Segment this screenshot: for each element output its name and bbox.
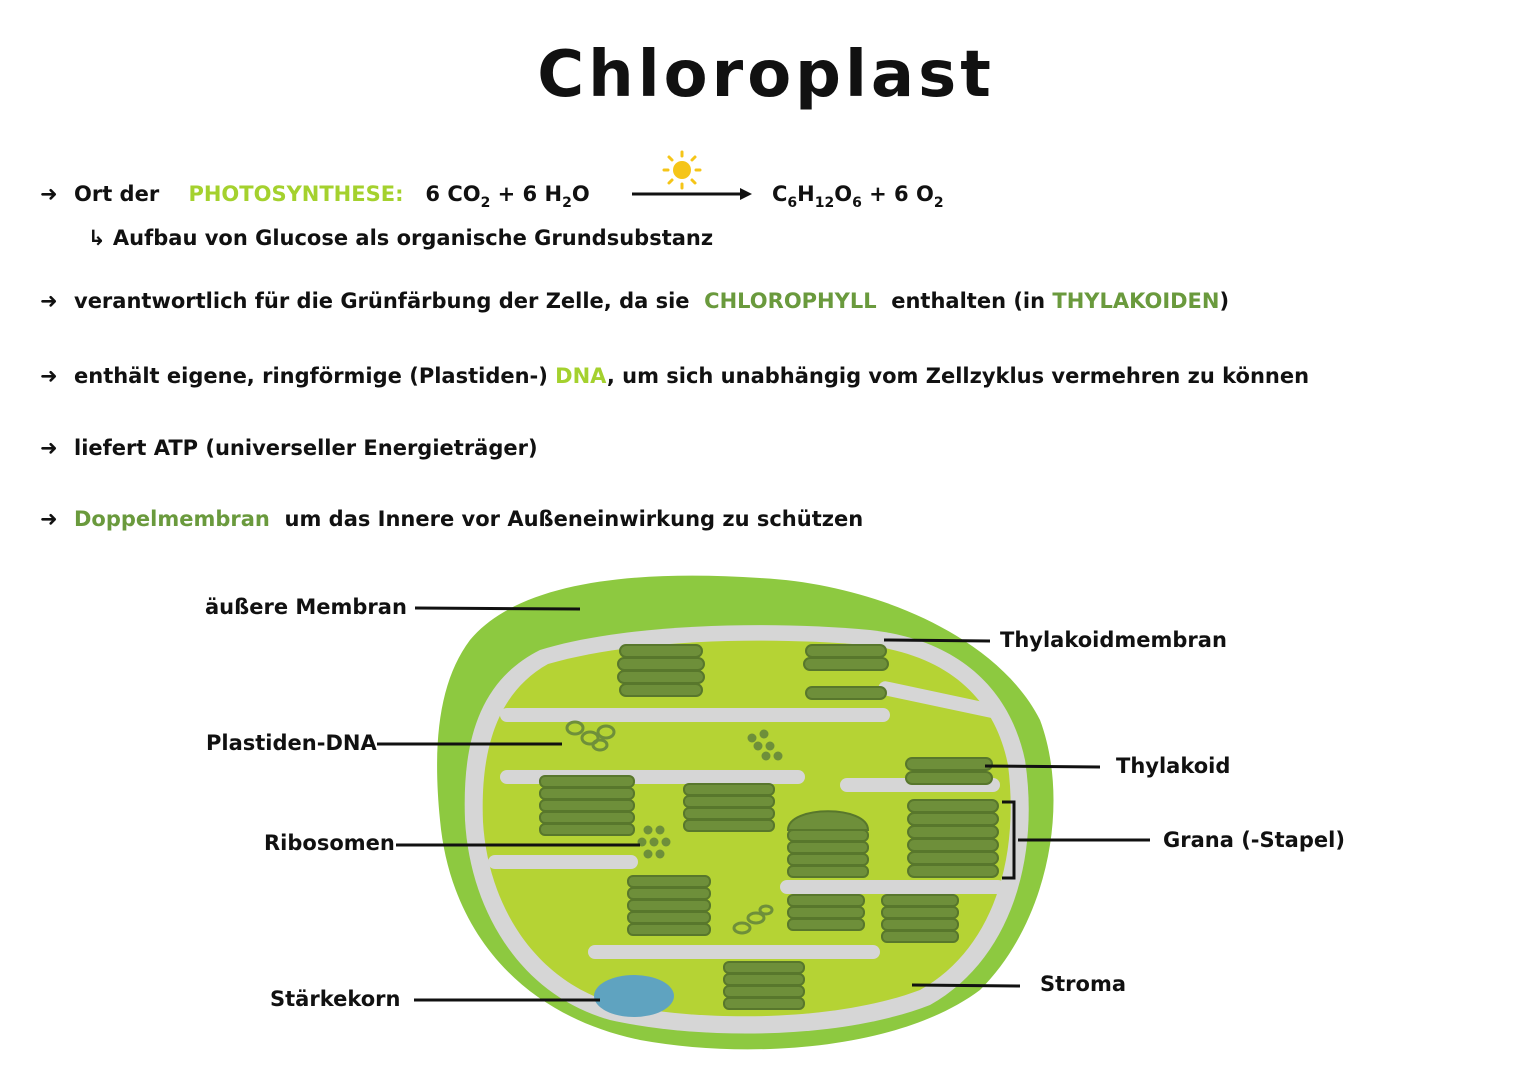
label-thylakoid: Thylakoid [1116, 754, 1231, 778]
glucose-line: ↳ Aufbau von Glucose als organische Grun… [88, 226, 714, 250]
starch-grain [594, 975, 674, 1017]
return-arrow-icon: ↳ [88, 226, 106, 250]
dna-line: ➜enthält eigene, ringförmige (Plastiden-… [40, 364, 1310, 388]
products: C6H12O6 + 6 O2 [772, 182, 944, 211]
double-membrane-line: ➜Doppelmembran um das Innere vor Außenei… [40, 507, 864, 531]
sun-icon [662, 150, 702, 190]
label-lines [377, 606, 1150, 1002]
photosynthesis-keyword: PHOTOSYNTHESE: [188, 182, 404, 206]
reactants: 6 CO2 + 6 H2O [425, 182, 590, 211]
label-starch-grain: Stärkekorn [270, 987, 401, 1011]
label-grana: Grana (-Stapel) [1163, 828, 1345, 852]
atp-line: ➜liefert ATP (universeller Energieträger… [40, 436, 538, 460]
sunlight-reaction-arrow [632, 150, 752, 200]
grana-bracket [1002, 800, 1016, 880]
label-outer-membrane: äußere Membran [205, 595, 407, 619]
label-stroma: Stroma [1040, 972, 1126, 996]
label-plastid-dna: Plastiden-DNA [206, 731, 377, 755]
grana [539, 644, 999, 1010]
ribosomes [637, 729, 783, 859]
photosynthesis-line: ➜Ort der PHOTOSYNTHESE: 6 CO2 + 6 H2O [40, 182, 590, 211]
page-title: Chloroplast [537, 38, 995, 112]
label-thylakoid-membrane: Thylakoidmembran [1000, 628, 1227, 652]
chlorophyll-line: ➜verantwortlich für die Grünfärbung der … [40, 289, 1230, 313]
plastid-dna [565, 720, 774, 935]
label-ribosomes: Ribosomen [264, 831, 395, 855]
